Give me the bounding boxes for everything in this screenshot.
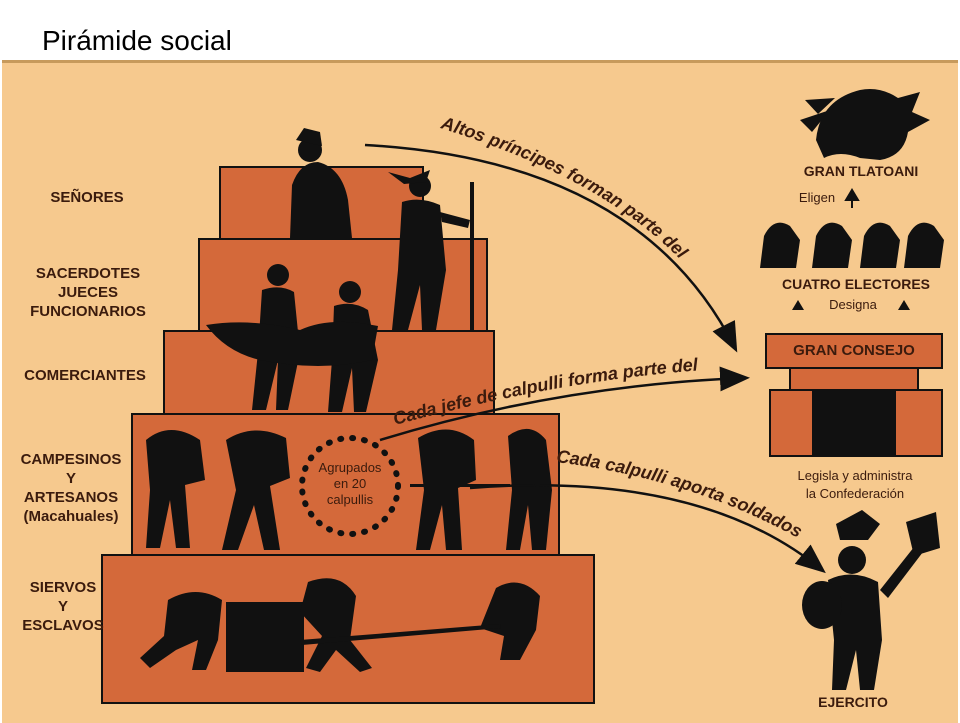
circle-line-2: en 20 <box>333 476 367 491</box>
electors-silhouettes <box>760 222 944 268</box>
farmers-silhouettes <box>146 428 552 550</box>
eligen-arrow <box>844 188 860 208</box>
legisla-line-2: la Confederación <box>805 486 905 501</box>
label-siervos-line: SIERVOS <box>29 579 97 596</box>
label-senores: SEÑORES <box>50 189 124 206</box>
label-campesinos-line: CAMPESINOS <box>20 451 122 468</box>
label-funcionarios-line: FUNCIONARIOS <box>30 303 146 320</box>
legisla-line-1: Legisla y administra <box>797 468 913 483</box>
tlatoani-silhouette <box>800 89 930 160</box>
warrior-silhouette <box>802 510 940 690</box>
circle-line-1: Agrupados <box>318 460 382 475</box>
arrow-top <box>364 143 738 353</box>
lord-silhouette <box>290 128 352 238</box>
label-eligen: Eligen <box>798 190 836 205</box>
serfs-silhouettes <box>140 578 540 672</box>
label-gran-consejo: GRAN CONSEJO <box>793 342 915 359</box>
noble-silhouette <box>388 170 474 332</box>
label-campesinos: CAMPESINOS Y ARTESANOS (Macahuales) <box>6 450 136 526</box>
label-siervos: SIERVOS Y ESCLAVOS <box>8 578 118 635</box>
label-artesanos-line: ARTESANOS <box>23 489 119 506</box>
arrow-bottom <box>469 484 826 574</box>
label-gran-tlatoani: GRAN TLATOANI <box>803 163 919 179</box>
calpulli-circle <box>299 435 401 537</box>
arrows <box>364 143 826 574</box>
label-y-line: Y <box>65 470 76 487</box>
label-y2-line: Y <box>57 598 68 615</box>
circle-line-3: calpullis <box>326 492 374 507</box>
label-macahuales-line: (Macahuales) <box>23 508 119 525</box>
label-sacerdotes: SACERDOTES JUECES FUNCIONARIOS <box>8 264 168 321</box>
designa-arrow-right <box>898 300 910 310</box>
label-legisla: Legisla y administra la Confederación <box>762 467 948 503</box>
gran-consejo-building <box>765 333 943 457</box>
label-comerciantes: COMERCIANTES <box>24 367 146 384</box>
arrow-middle <box>379 366 750 442</box>
silhouettes <box>140 128 552 672</box>
label-designa: Designa <box>829 297 877 312</box>
label-sacerdotes-line: SACERDOTES <box>35 265 141 282</box>
calpulli-circle-text: Agrupados en 20 calpullis <box>302 460 398 508</box>
designa-arrow-left <box>792 300 804 310</box>
label-cuatro-electores: CUATRO ELECTORES <box>781 276 931 292</box>
officials-silhouette <box>206 264 378 412</box>
label-esclavos-line: ESCLAVOS <box>22 617 104 634</box>
label-ejercito: EJERCITO <box>818 694 888 710</box>
label-jueces-line: JUECES <box>57 284 119 301</box>
